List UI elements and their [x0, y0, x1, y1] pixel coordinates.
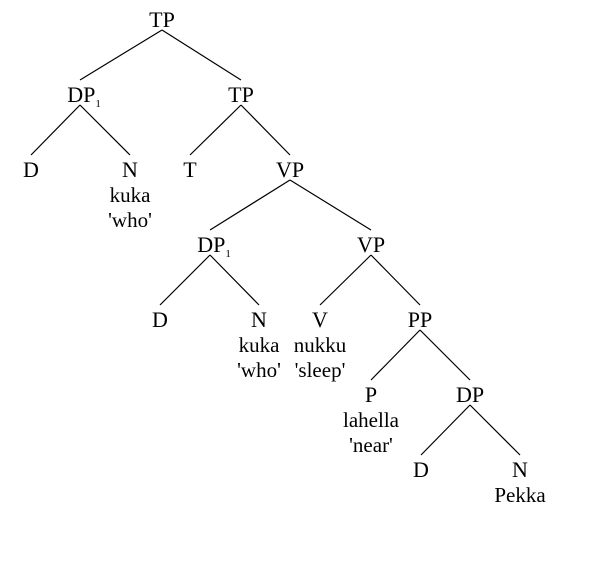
node-label: N	[251, 307, 267, 332]
node-label: TP	[149, 7, 175, 32]
tree-edge-tp_bar-vp_top	[240, 104, 291, 156]
node-gloss: 'who'	[108, 208, 152, 232]
node-label: D	[23, 157, 39, 182]
tree-edge-dp1_top-n_top	[79, 104, 131, 156]
node-tp_bar: TP	[228, 82, 254, 107]
tree-edge-dp_obj-n_obj	[469, 404, 521, 456]
node-label: D	[152, 307, 168, 332]
node-label: VP	[357, 232, 385, 257]
tree-edge-tp_root-dp1_top	[79, 29, 163, 81]
tree-edge-dp1_low-n_low	[209, 254, 260, 306]
tree-edge-vp_top-dp1_low	[209, 179, 291, 231]
node-t: T	[183, 157, 197, 182]
node-vp_low: VP	[357, 232, 385, 257]
tree-edge-dp1_low-d_low	[159, 254, 211, 306]
node-tp_root: TP	[149, 7, 175, 32]
tree-edge-tp_bar-t	[189, 104, 242, 156]
node-word: kuka	[110, 183, 152, 207]
node-d_obj: D	[413, 457, 429, 482]
node-label: P	[365, 382, 377, 407]
node-dp_obj: DP	[456, 382, 484, 407]
node-category: DP	[197, 232, 225, 257]
node-label: DP1	[197, 232, 231, 260]
tree-edge-tp_root-tp_bar	[161, 29, 242, 81]
node-label: N	[512, 457, 528, 482]
tree-edge-pp-dp_obj	[419, 329, 471, 381]
node-gloss: 'who'	[237, 358, 281, 382]
node-d_low: D	[152, 307, 168, 332]
node-label: D	[413, 457, 429, 482]
node-word: Pekka	[494, 483, 546, 507]
node-vp_top: VP	[276, 157, 304, 182]
tree-edge-vp_low-pp	[370, 254, 421, 306]
tree-edge-pp-p	[370, 329, 421, 381]
node-d_top: D	[23, 157, 39, 182]
node-label: N	[122, 157, 138, 182]
tree-edge-dp_obj-d_obj	[420, 404, 471, 456]
node-gloss: 'sleep'	[295, 358, 346, 382]
tree-edge-vp_low-v	[319, 254, 372, 306]
tree-edges	[30, 29, 521, 456]
node-pp: PP	[408, 307, 432, 332]
node-label: V	[312, 307, 328, 332]
node-word: kuka	[239, 333, 281, 357]
node-label: VP	[276, 157, 304, 182]
node-label: T	[183, 157, 197, 182]
node-label: DP	[456, 382, 484, 407]
node-index: 1	[95, 98, 101, 110]
node-label: PP	[408, 307, 432, 332]
node-gloss: 'near'	[349, 433, 393, 457]
node-label: DP1	[67, 82, 101, 110]
node-word: lahella	[343, 408, 400, 432]
tree-edge-vp_top-vp_low	[289, 179, 372, 231]
node-dp1_low: DP1	[197, 232, 231, 260]
node-index: 1	[225, 248, 231, 260]
tree-edge-dp1_top-d_top	[30, 104, 81, 156]
node-dp1_top: DP1	[67, 82, 101, 110]
node-label: TP	[228, 82, 254, 107]
node-category: DP	[67, 82, 95, 107]
node-word: nukku	[294, 333, 347, 357]
